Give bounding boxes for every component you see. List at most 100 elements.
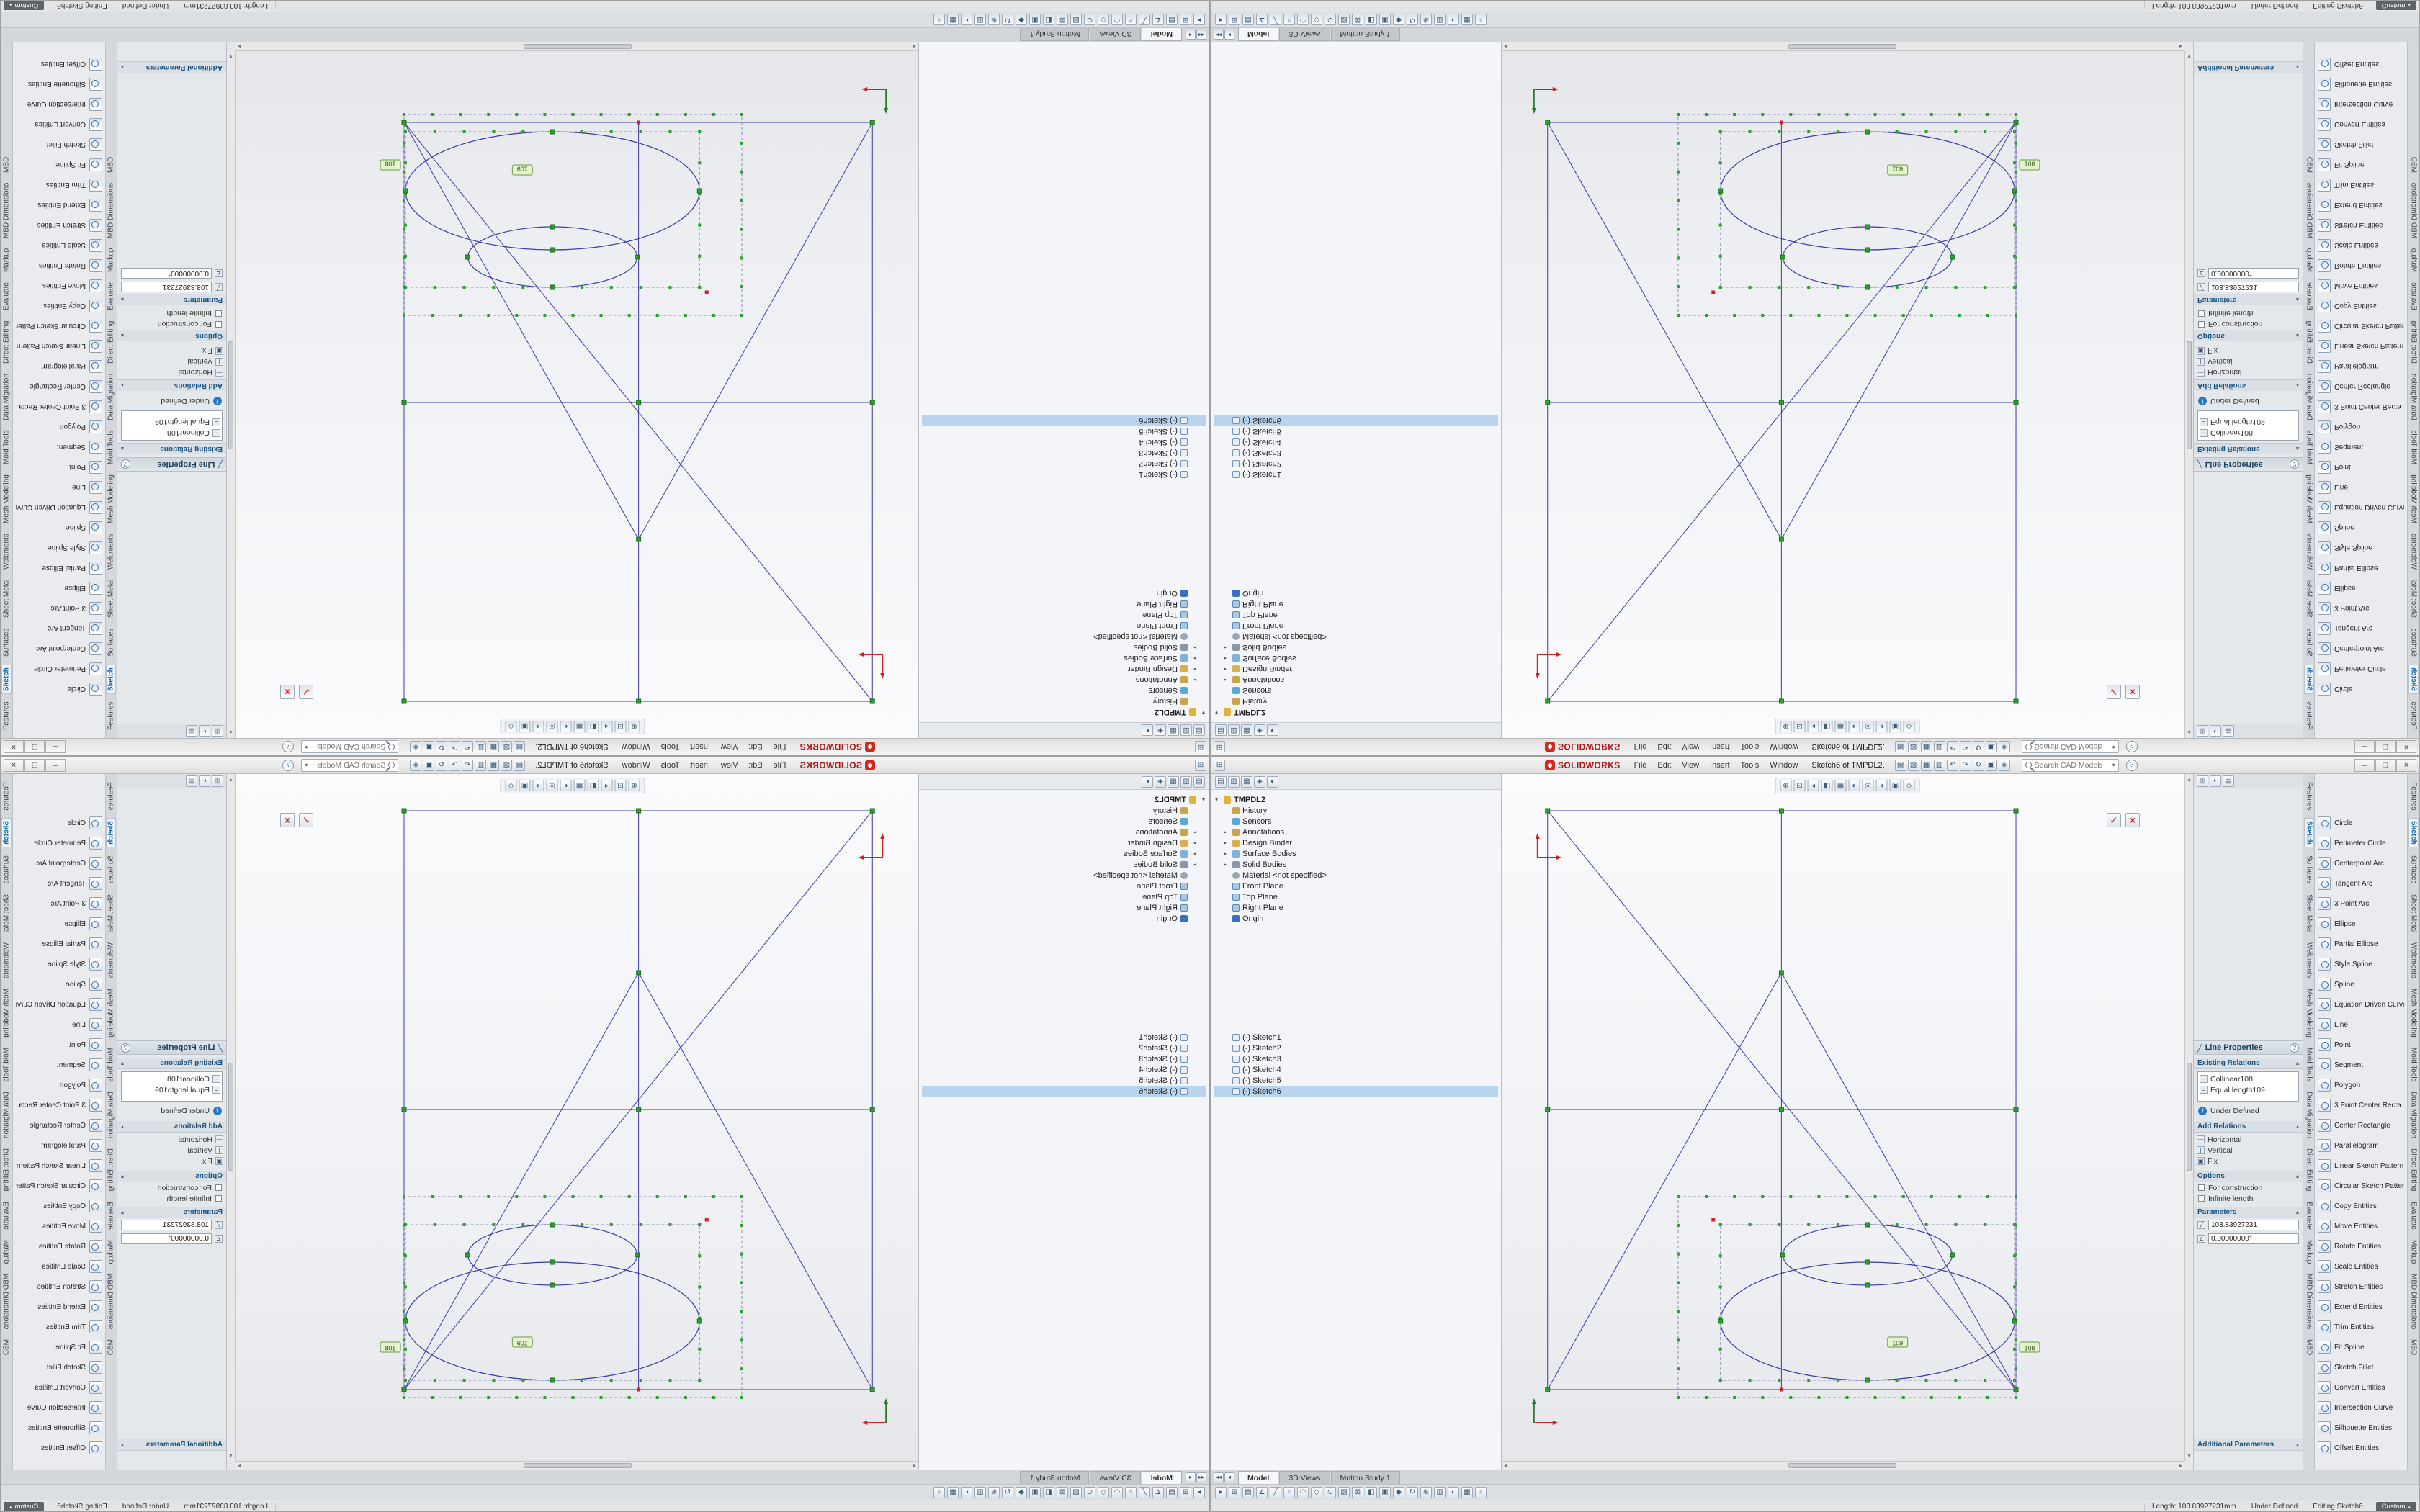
command-tab[interactable]: Evaluate [2409, 282, 2418, 311]
units-selector[interactable]: Custom ▴ [4, 1502, 45, 1511]
command-tab[interactable]: Weldments [107, 534, 115, 570]
propertymanager-tab-icon[interactable]: ▥ [1180, 775, 1192, 788]
sketch-tool[interactable]: Ellipse [13, 914, 105, 934]
command-tab[interactable]: Direct Editing [107, 1148, 115, 1192]
command-tab[interactable]: MBD Dimensions [2409, 182, 2418, 238]
option-checkbox-row[interactable]: For construction [117, 319, 226, 330]
scene-icon[interactable]: ▣ [519, 721, 531, 732]
tree-item[interactable]: ▸ Front Plane [1214, 881, 1498, 891]
undo-icon[interactable]: ↶ [462, 741, 474, 753]
relation-item[interactable]: = Equal length109 [2200, 1084, 2297, 1095]
maximize-button[interactable]: □ [2375, 740, 2396, 754]
plane-icon[interactable]: ▧ [1338, 1486, 1350, 1498]
command-tab[interactable]: MBD Dimensions [2409, 1274, 2418, 1330]
appearances-tab-icon[interactable]: ◐ [2210, 725, 2221, 737]
add-relation-button[interactable]: | Vertical [2197, 1145, 2300, 1156]
tree-item[interactable]: ▸ Design Binder [1224, 665, 1293, 674]
appearance-icon[interactable]: ◑ [532, 721, 544, 732]
zoom-fit-icon[interactable]: ⊕ [628, 721, 640, 732]
sketch-tool[interactable]: Move Entities [13, 1216, 105, 1236]
tree-item[interactable]: ▸ (-) Sketch2 [922, 1043, 1206, 1053]
tree-item[interactable]: ▸ Surface Bodies [1124, 849, 1196, 858]
sketch-tool[interactable]: 3 Point Arc [2315, 598, 2407, 618]
tree-item[interactable]: ▸ (-) Sketch6 [922, 415, 1206, 426]
existing-relations-list[interactable]: — Collinear108 = Equal length109 [2197, 410, 2299, 441]
document-tab[interactable]: Model [1141, 28, 1182, 41]
sketch-tool[interactable]: Style Spline [2315, 954, 2407, 974]
window-grip-icon[interactable]: ⊞ [1214, 741, 1225, 753]
select-icon[interactable]: ▸ [1215, 14, 1227, 26]
tree-item[interactable]: ▸ (-) Sketch1 [922, 1032, 1206, 1043]
tree-item[interactable]: ▸ Top Plane [922, 610, 1206, 621]
sketch-tool[interactable]: Circle [2315, 679, 2407, 699]
tree-item[interactable]: ▸ Solid Bodies [1133, 860, 1196, 869]
tree-item[interactable]: ▸ Design Binder [1224, 838, 1293, 847]
search-input[interactable] [2034, 760, 2110, 770]
command-tab[interactable]: Data Migration [2409, 1092, 2418, 1139]
scene-icon[interactable]: ▣ [1889, 721, 1901, 732]
command-tab[interactable]: Markup [2409, 248, 2418, 273]
document-tab[interactable]: Model [1238, 28, 1279, 41]
scroll-up-icon[interactable]: ▴ [229, 776, 233, 783]
option-checkbox-row[interactable]: For construction [117, 1182, 226, 1193]
sketch-tool[interactable]: Partial Ellipse [2315, 558, 2407, 578]
tree-item[interactable]: ▸ Material <not specified> [1214, 631, 1498, 642]
command-tab[interactable]: Direct Editing [2305, 320, 2313, 364]
displaymanager-tab-icon[interactable]: ◐ [1142, 724, 1153, 737]
rebuild-icon[interactable]: ↻ [436, 741, 448, 753]
featuremanager-tab-icon[interactable]: ▤ [1193, 775, 1205, 788]
document-tab[interactable]: Motion Study 1 [1020, 28, 1090, 41]
menu-item[interactable]: Tools [660, 760, 680, 770]
circle-icon[interactable]: ○ [1283, 14, 1295, 26]
snap-icon[interactable]: ▫ [933, 14, 945, 26]
menu-item[interactable]: Tools [660, 742, 680, 752]
tree-root-item[interactable]: ▾ TMPDL2 [1214, 707, 1498, 718]
sketch-tool[interactable]: Tangent Arc [2315, 873, 2407, 894]
exit-sketch-icon[interactable]: ✓ [2107, 685, 2121, 699]
vertical-scrollbar[interactable]: ▴ ▾ [227, 774, 236, 1461]
sketch-tool[interactable]: Intersection Curve [2315, 1398, 2407, 1418]
sketch-tool[interactable]: Convert Entities [2315, 114, 2407, 135]
sketch-tool[interactable]: Segment [2315, 1055, 2407, 1075]
command-tab[interactable]: Mesh Modeling [2409, 474, 2418, 524]
scroll-up-icon[interactable]: ▴ [229, 729, 233, 736]
vertical-scrollbar[interactable]: ▴ ▾ [2184, 51, 2193, 738]
cancel-sketch-icon[interactable]: × [2125, 813, 2140, 827]
sketch-tool[interactable]: Polygon [2315, 417, 2407, 437]
sketch-tool[interactable]: Equation Driven Curve [2315, 498, 2407, 518]
previous-view-icon[interactable]: ◂ [1807, 721, 1819, 732]
additional-parameters-header[interactable]: Additional Parameters ▴ [2194, 1439, 2303, 1451]
scrollbar-thumb[interactable] [523, 44, 632, 49]
sketch-tool[interactable]: Trim Entities [13, 175, 105, 195]
custom-properties-tab-icon[interactable]: ▤ [186, 725, 197, 737]
sketch-tool[interactable]: Rotate Entities [13, 256, 105, 276]
command-tab[interactable]: MBD Dimensions [2, 182, 11, 238]
propertymanager-tab-icon[interactable]: ▥ [1228, 775, 1240, 788]
sketch-tool[interactable]: Equation Driven Curve [13, 498, 105, 518]
parameter-input[interactable]: 103.83927231 [2208, 282, 2299, 292]
sketch-tool[interactable]: Stretch Entities [2315, 215, 2407, 235]
print-icon[interactable]: ▥ [1933, 759, 1945, 771]
open-file-icon[interactable]: ▧ [1907, 741, 1919, 753]
propertymanager-tab-icon[interactable]: ▥ [1180, 724, 1192, 737]
tree-item[interactable]: ▸ (-) Sketch2 [922, 459, 1206, 469]
new-file-icon[interactable]: ▤ [1894, 741, 1906, 753]
add-relations-header[interactable]: Add Relations ▴ [117, 379, 226, 391]
document-tab[interactable]: Motion Study 1 [1330, 1471, 1400, 1484]
command-tab[interactable]: Mesh Modeling [2305, 474, 2313, 524]
command-tab[interactable]: Features [107, 701, 115, 730]
save-icon[interactable]: ▦ [488, 741, 500, 753]
scroll-left-icon[interactable]: ◂ [1504, 1462, 1507, 1469]
view-settings-icon[interactable]: ◇ [505, 780, 517, 791]
tree-item[interactable]: ▸ Right Plane [922, 902, 1206, 913]
menu-item[interactable]: View [1682, 760, 1700, 770]
tree-item[interactable]: ▸ Design Binder [1127, 665, 1196, 674]
document-tab[interactable]: 3D Views [1279, 28, 1330, 41]
sketch-icon[interactable]: ▤ [1166, 14, 1178, 26]
tree-item[interactable]: ▸ (-) Sketch4 [1214, 1064, 1498, 1075]
displaymanager-tab-icon[interactable]: ◐ [1267, 724, 1278, 737]
horizontal-scrollbar[interactable]: ◂ ▸ [1502, 1461, 2184, 1470]
zoom-area-icon[interactable]: ⊡ [614, 721, 627, 732]
sketch-tool[interactable]: Point [13, 457, 105, 477]
scroll-left-icon[interactable]: ◂ [913, 43, 916, 50]
